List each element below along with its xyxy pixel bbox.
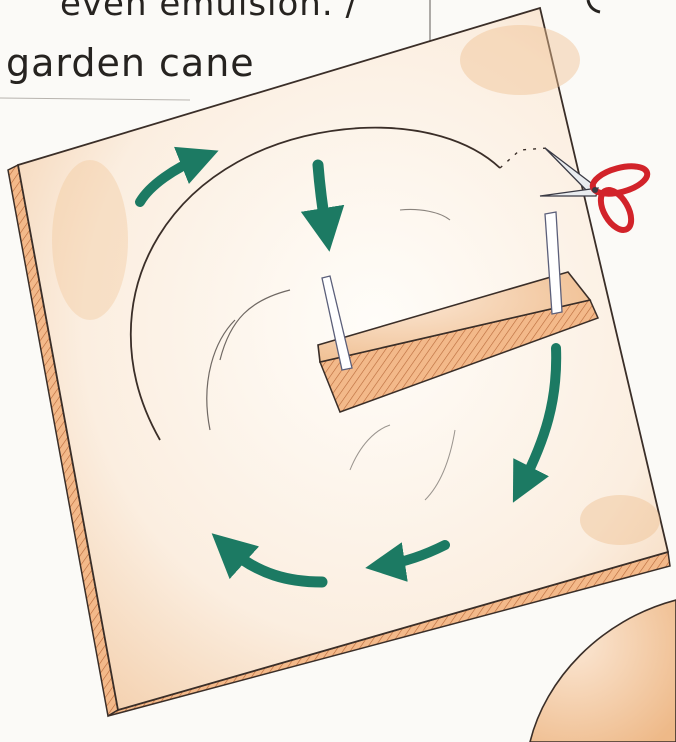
grain-line [206, 319, 236, 431]
cut-arc [129, 126, 501, 441]
round-board-partial [529, 599, 676, 742]
curved-arrow-icon [512, 343, 562, 503]
caption-block: even emulsion. / garden cane [0, 0, 601, 101]
caption-line-2: garden cane [6, 41, 255, 85]
caption-rule [0, 97, 191, 101]
curved-arrow-icon [211, 533, 328, 588]
next-illustration [529, 599, 676, 742]
cut-outline [129, 126, 549, 501]
handle-top [317, 271, 592, 363]
cane-right [544, 211, 563, 315]
curved-arrow-icon [135, 146, 219, 207]
wash-spot [460, 25, 580, 95]
scissor-pivot [592, 187, 598, 193]
scissor-handle [589, 163, 651, 197]
curved-arrow-icon [365, 540, 450, 582]
cane-left [321, 275, 353, 371]
wash-spot [52, 160, 128, 320]
direction-arrows [135, 146, 562, 588]
grain-line [349, 424, 391, 471]
handle-block [317, 211, 600, 413]
wash-spot [580, 495, 660, 545]
down-arrow-icon [300, 159, 345, 252]
caption-line-1: even emulsion. / [60, 0, 358, 24]
grain-line [424, 429, 456, 501]
scissors-icon [539, 147, 651, 233]
grain-line [219, 289, 291, 361]
grain-line [399, 208, 451, 221]
cut-glyph [586, 0, 601, 14]
scissor-handle [597, 187, 635, 233]
